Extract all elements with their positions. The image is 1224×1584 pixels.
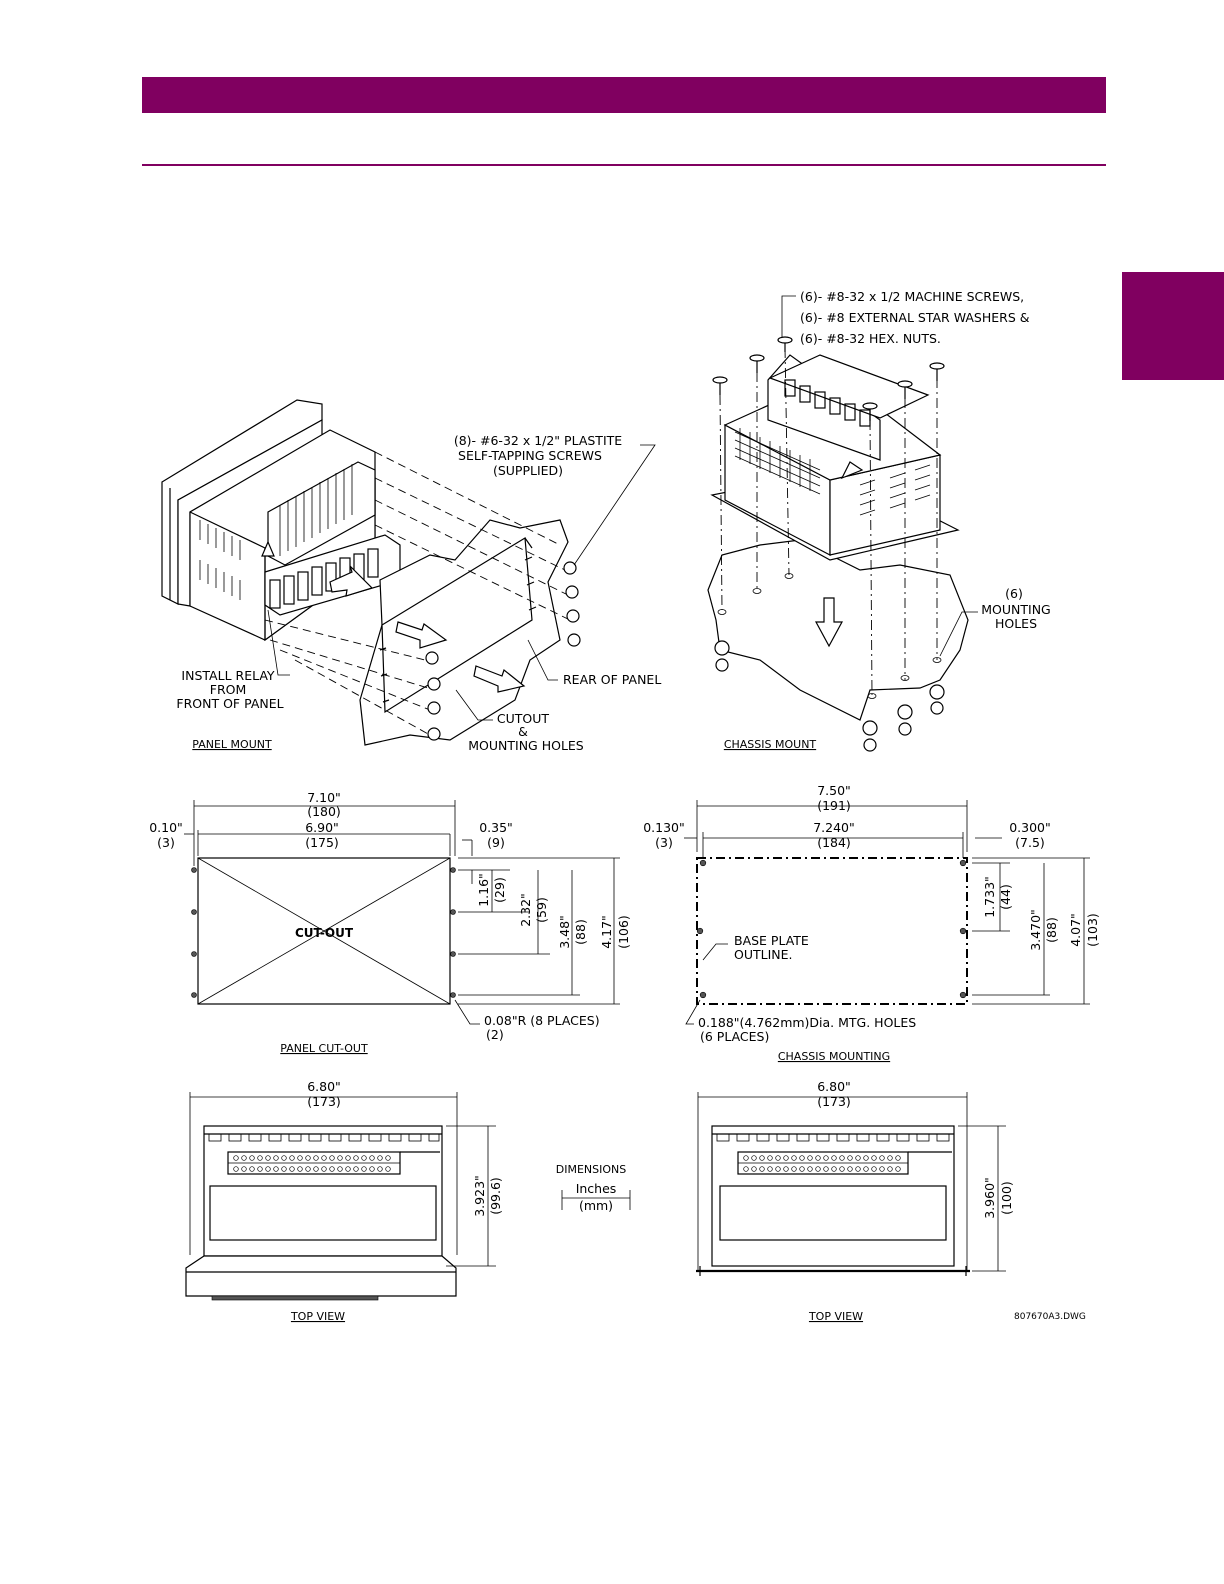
- chassis-holes-note-2: MOUNTING: [981, 602, 1050, 617]
- chapter-side-tab: [1122, 272, 1224, 380]
- cutout-radius-note: 0.08"R (8 PLACES): [484, 1013, 600, 1028]
- cutout-center-label: CUT-OUT: [295, 926, 354, 940]
- cutout-dim-4-mm: (106): [616, 915, 631, 949]
- cutout-dim-2-mm: (59): [534, 897, 549, 923]
- rear-of-panel-label: REAR OF PANEL: [563, 672, 661, 687]
- chassis-mount-view: [707, 295, 978, 752]
- top-view-right-drawing: [696, 1092, 1006, 1276]
- top-view-right-caption: TOP VIEW: [808, 1310, 863, 1323]
- cutout-overall-width: 7.10": [307, 790, 341, 805]
- top-view-left-drawing: [185, 1092, 496, 1301]
- cutout-dim-2: 2.32": [518, 893, 533, 927]
- panel-mount-caption: PANEL MOUNT: [192, 738, 272, 751]
- chassis-holes-note-3: HOLES: [995, 616, 1037, 631]
- top-view-left-width-mm: (173): [307, 1094, 341, 1109]
- chassis-mounting-caption: CHASSIS MOUNTING: [778, 1050, 890, 1063]
- top-view-left-caption: TOP VIEW: [290, 1310, 345, 1323]
- cutout-note-2: &: [518, 724, 528, 739]
- top-view-left-height-mm: (99.6): [488, 1177, 503, 1215]
- chassis-dim-1-mm: (44): [998, 884, 1013, 910]
- top-view-left-width: 6.80": [307, 1079, 341, 1094]
- base-plate-note-1: BASE PLATE: [734, 933, 809, 948]
- chassis-mount-caption: CHASSIS MOUNT: [724, 738, 817, 751]
- chassis-hardware-note-2: (6)- #8 EXTERNAL STAR WASHERS &: [800, 310, 1030, 325]
- drawing-number: 807670A3.DWG: [1014, 1312, 1086, 1322]
- cutout-note-3: MOUNTING HOLES: [468, 738, 584, 753]
- base-plate-note-2: OUTLINE.: [734, 947, 793, 962]
- chassis-right-offset-mm: (7.5): [1015, 835, 1045, 850]
- install-note-1: INSTALL RELAY: [181, 668, 275, 683]
- chassis-overall-width-mm: (191): [817, 798, 851, 813]
- chassis-right-offset: 0.300": [1009, 820, 1051, 835]
- cutout-dim-1: 1.16": [476, 873, 491, 907]
- panel-mount-view: [161, 399, 656, 746]
- cutout-dim-1-mm: (29): [492, 877, 507, 903]
- chassis-hardware-note-3: (6)- #8-32 HEX. NUTS.: [800, 331, 941, 346]
- chassis-left-offset-mm: (3): [655, 835, 673, 850]
- top-view-right-width: 6.80": [817, 1079, 851, 1094]
- top-view-right-height-mm: (100): [999, 1181, 1014, 1215]
- top-view-left-height: 3.923": [472, 1175, 487, 1217]
- chassis-overall-width: 7.50": [817, 783, 851, 798]
- chassis-holes-places: (6 PLACES): [700, 1029, 769, 1044]
- chassis-dim-3: 4.07": [1068, 913, 1083, 947]
- panel-screws-note-1: (8)- #6-32 x 1/2" PLASTITE: [454, 433, 622, 448]
- chassis-hole-spacing-mm: (184): [817, 835, 851, 850]
- header-rule: [142, 164, 1106, 166]
- chassis-mounting-drawing: [684, 800, 1090, 1025]
- install-note-2: FROM: [210, 682, 247, 697]
- chassis-dim-1: 1.733": [982, 876, 997, 918]
- dimensions-legend-title: DIMENSIONS: [556, 1163, 626, 1176]
- cutout-left-offset: 0.10": [149, 820, 183, 835]
- chassis-dim-2: 3.470": [1028, 909, 1043, 951]
- cutout-width: 6.90": [305, 820, 339, 835]
- cutout-right-offset-mm: (9): [487, 835, 505, 850]
- panel-cutout-drawing: [184, 800, 620, 1025]
- cutout-dim-3: 3.48": [557, 915, 572, 949]
- dimensions-legend-inches: Inches: [576, 1181, 617, 1196]
- cutout-overall-width-mm: (180): [307, 804, 341, 819]
- cutout-left-offset-mm: (3): [157, 835, 175, 850]
- install-note-3: FRONT OF PANEL: [176, 696, 283, 711]
- cutout-note-1: CUTOUT: [497, 711, 550, 726]
- dimensions-legend-mm: (mm): [579, 1198, 613, 1213]
- panel-screws-note-3: (SUPPLIED): [493, 463, 563, 478]
- chassis-left-offset: 0.130": [643, 820, 685, 835]
- cutout-dim-3-mm: (88): [573, 919, 588, 945]
- cutout-dim-4: 4.17": [599, 915, 614, 949]
- chassis-hole-spacing: 7.240": [813, 820, 855, 835]
- chassis-holes-note-1: (6): [1005, 586, 1023, 601]
- cutout-right-offset: 0.35": [479, 820, 513, 835]
- chassis-holes-dia-note: 0.188"(4.762mm)Dia. MTG. HOLES: [698, 1015, 916, 1030]
- chassis-hardware-note-1: (6)- #8-32 x 1/2 MACHINE SCREWS,: [800, 289, 1024, 304]
- cutout-width-mm: (175): [305, 835, 339, 850]
- panel-cutout-caption: PANEL CUT-OUT: [280, 1042, 368, 1055]
- top-view-right-height: 3.960": [982, 1177, 997, 1219]
- chassis-dim-2-mm: (88): [1044, 917, 1059, 943]
- chassis-dim-3-mm: (103): [1085, 913, 1100, 947]
- panel-screws-note-2: SELF-TAPPING SCREWS: [458, 448, 602, 463]
- cutout-radius-note-mm: (2): [486, 1027, 504, 1042]
- header-bar: [142, 77, 1106, 113]
- dimensions-legend: [561, 1190, 631, 1210]
- top-view-right-width-mm: (173): [817, 1094, 851, 1109]
